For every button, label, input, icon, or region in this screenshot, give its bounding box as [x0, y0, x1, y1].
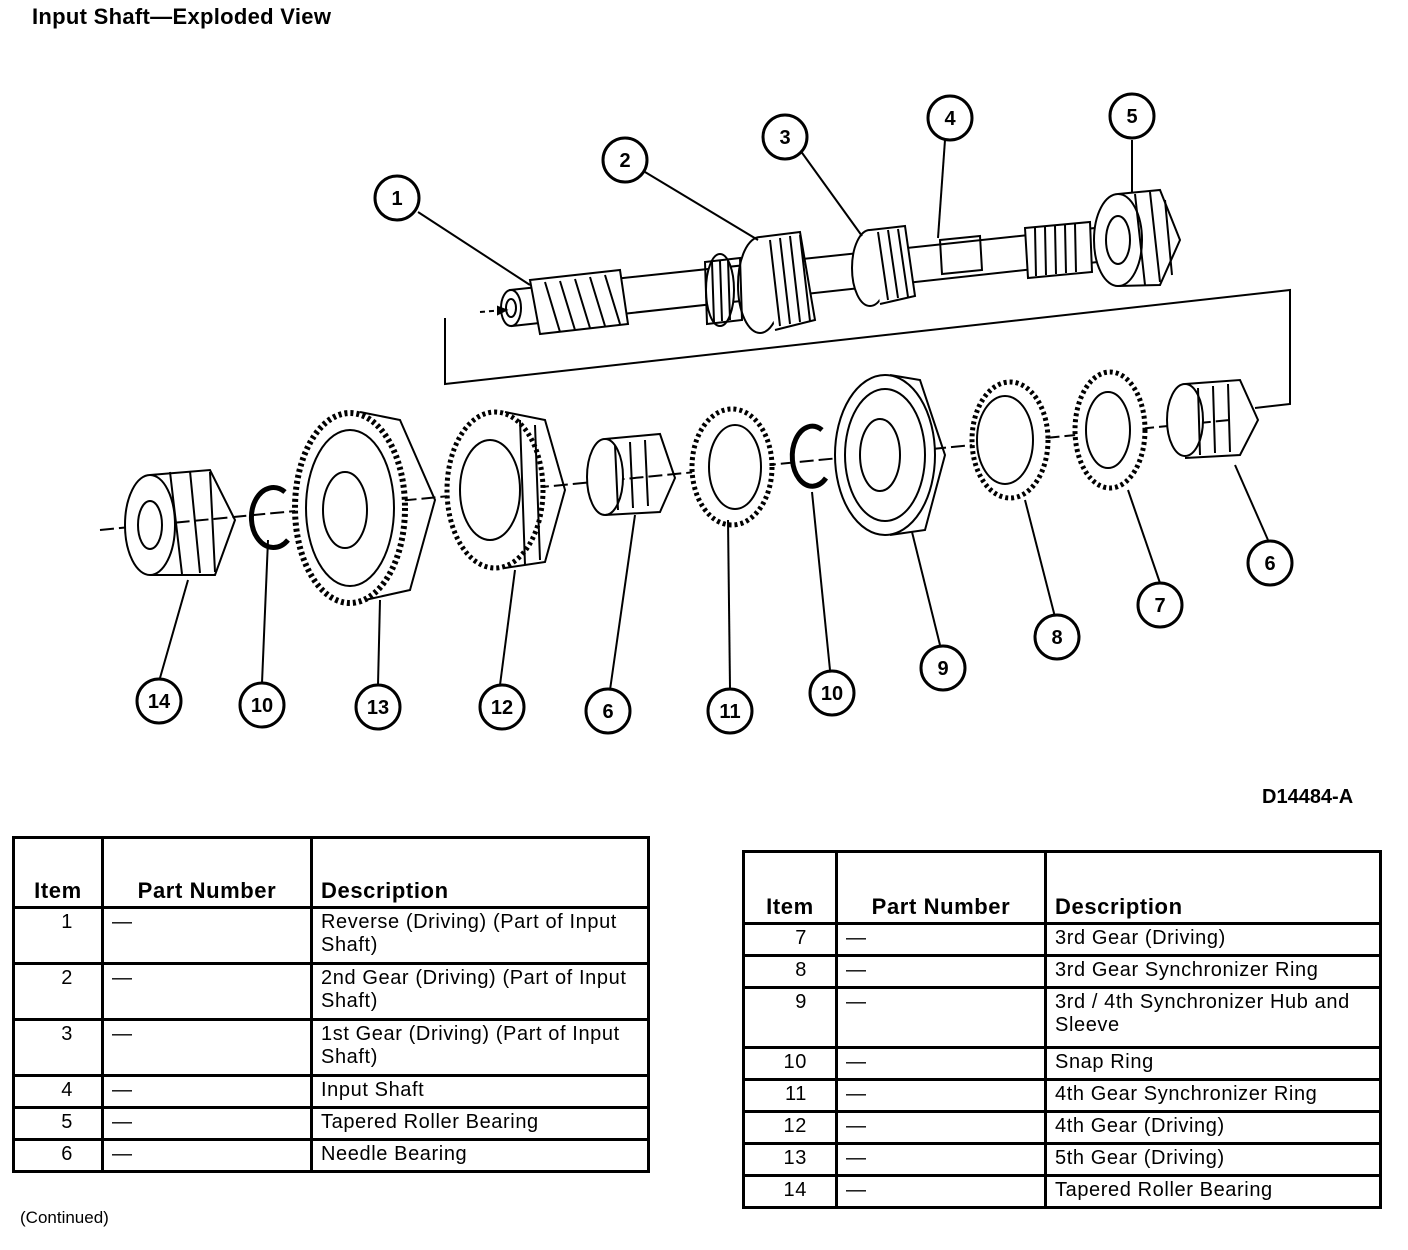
svg-text:4: 4 [944, 108, 956, 130]
table-row: 4—Input Shaft [12, 1074, 650, 1109]
needle-bearing-lower [586, 432, 677, 516]
header-part-number: Part Number [835, 850, 1047, 925]
exploded-view-diagram: 1 2 3 4 5 6 7 8 9 10 11 6 12 13 10 14 [99, 92, 1294, 735]
callouts: 1 2 3 4 5 6 7 8 9 10 11 6 12 13 10 14 [135, 92, 1294, 735]
svg-text:6: 6 [602, 701, 613, 723]
header-description: Description [310, 836, 650, 909]
svg-text:10: 10 [821, 683, 843, 705]
callout-4: 4 [926, 94, 974, 142]
header-description: Description [1044, 850, 1382, 925]
callout-7: 7 [1136, 581, 1184, 629]
parts-table-left: Item Part Number Description 1—Reverse (… [12, 836, 650, 1173]
second-gear [703, 230, 817, 334]
snap-ring-right [789, 423, 829, 489]
table-row: 5—Tapered Roller Bearing [12, 1106, 650, 1141]
table-row: 7—3rd Gear (Driving) [742, 922, 1382, 957]
svg-text:1: 1 [391, 188, 402, 210]
svg-text:7: 7 [1154, 595, 1165, 617]
shaft-splines [1023, 220, 1094, 280]
table-row: 13—5th Gear (Driving) [742, 1142, 1382, 1177]
svg-text:10: 10 [251, 695, 273, 717]
synchronizer-hub-sleeve [834, 374, 947, 536]
callout-12: 12 [478, 683, 526, 731]
svg-text:3: 3 [779, 127, 790, 149]
callout-6-left: 6 [584, 687, 632, 735]
table-row: 3—1st Gear (Driving) (Part of Input Shaf… [12, 1018, 650, 1077]
lower-axis [99, 419, 1231, 531]
continued-note: (Continued) [20, 1208, 109, 1227]
svg-text:6: 6 [1264, 553, 1275, 575]
callout-8: 8 [1033, 613, 1081, 661]
needle-bearing-upper [1166, 378, 1260, 459]
table-row: 14—Tapered Roller Bearing [742, 1174, 1382, 1209]
svg-text:14: 14 [148, 691, 171, 713]
header-part-number: Part Number [101, 836, 313, 909]
callout-5: 5 [1108, 92, 1156, 140]
callout-9: 9 [919, 644, 967, 692]
tapered-roller-bearing-upper [1093, 188, 1182, 287]
svg-text:9: 9 [937, 658, 948, 680]
third-synchronizer-ring [969, 379, 1051, 501]
table-row: 6—Needle Bearing [12, 1138, 650, 1173]
parts-table-right: Item Part Number Description 7—3rd Gear … [742, 850, 1382, 1209]
table-row: 2—2nd Gear (Driving) (Part of Input Shaf… [12, 962, 650, 1021]
callout-14: 14 [135, 677, 183, 725]
tapered-roller-bearing-lower [124, 468, 237, 576]
third-gear [1072, 369, 1148, 491]
leader-lines [159, 139, 1269, 691]
callout-3: 3 [761, 113, 809, 161]
svg-text:5: 5 [1126, 106, 1137, 128]
table-row: 10—Snap Ring [742, 1046, 1382, 1081]
assembly-bracket [444, 288, 1291, 409]
header-item: Item [12, 836, 104, 909]
reverse-gear [528, 268, 630, 336]
svg-text:11: 11 [719, 701, 740, 723]
table-row: 1—Reverse (Driving) (Part of Input Shaft… [12, 906, 650, 965]
svg-text:2: 2 [619, 150, 630, 172]
diagram-title: Input Shaft—Exploded View [32, 4, 332, 29]
svg-text:8: 8 [1051, 627, 1062, 649]
fourth-gear [444, 409, 567, 571]
callout-10-left: 10 [238, 681, 286, 729]
callout-6-right: 6 [1246, 539, 1294, 587]
first-gear [851, 224, 984, 307]
figure-code: D14484-A [1262, 786, 1354, 808]
callout-13: 13 [354, 683, 402, 731]
table-row: 12—4th Gear (Driving) [742, 1110, 1382, 1145]
svg-text:12: 12 [491, 697, 513, 719]
table-row: 11—4th Gear Synchronizer Ring [742, 1078, 1382, 1113]
svg-text:13: 13 [367, 697, 389, 719]
table-row: 9—3rd / 4th Synchronizer Hub and Sleeve [742, 986, 1382, 1049]
callout-10-right: 10 [808, 669, 856, 717]
header-item: Item [742, 850, 838, 925]
callout-11: 11 [706, 687, 754, 735]
snap-ring-left [248, 485, 290, 551]
callout-1: 1 [373, 174, 421, 222]
table-row: 8—3rd Gear Synchronizer Ring [742, 954, 1382, 989]
fourth-synchronizer-ring [689, 406, 775, 528]
callout-2: 2 [601, 136, 649, 184]
fifth-gear [292, 410, 437, 606]
